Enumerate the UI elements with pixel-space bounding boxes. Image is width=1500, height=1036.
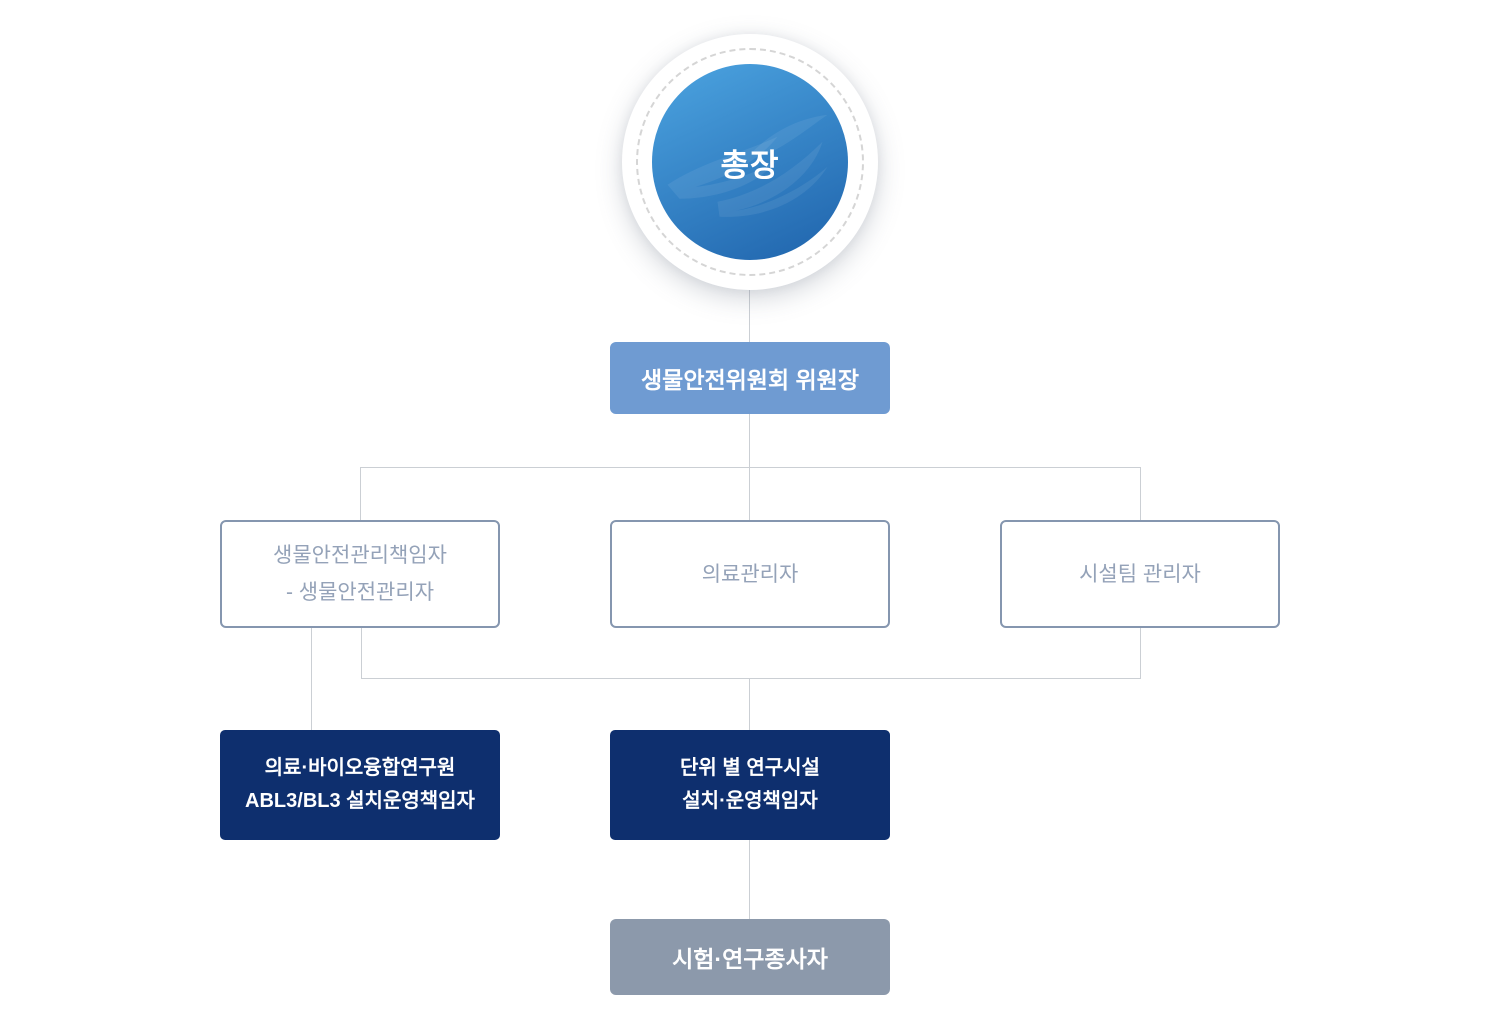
connector-president-to-chair: [749, 290, 750, 342]
connector-top-horizontal: [360, 467, 1141, 468]
connector-chair-down: [749, 414, 750, 467]
president-label: 총장: [720, 147, 780, 183]
unit-research-facility-label-line2: 설치·운영책임자: [682, 790, 818, 812]
connector-biosafety-to-institute: [311, 628, 312, 730]
researchers-label: 시험·연구종사자: [672, 946, 828, 972]
medical-manager-node: 의료관리자: [610, 520, 890, 628]
connector-to-facility-team-manager: [1140, 467, 1141, 520]
connector-unit-facility-to-researchers: [749, 840, 750, 922]
biosafety-manager-node: 생물안전관리책임자 - 생물안전관리자: [220, 520, 500, 628]
connector-biosafety-down: [361, 628, 362, 678]
university-emblem-watermark-icon: [667, 114, 828, 217]
connector-to-biosafety-manager: [360, 467, 361, 520]
connector-bottom-horizontal: [361, 678, 1141, 679]
bio-institute-abl3-node: 의료·바이오융합연구원 ABL3/BL3 설치운영책임자: [220, 730, 500, 840]
connector-facility-team-down: [1140, 628, 1141, 678]
bio-institute-abl3-label-line2: ABL3/BL3 설치운영책임자: [245, 790, 475, 812]
biosafety-manager-label-line1: 생물안전관리책임자: [273, 544, 447, 567]
biosafety-manager-label-line2: - 생물안전관리자: [285, 581, 435, 604]
unit-research-facility-node: 단위 별 연구시설 설치·운영책임자: [610, 730, 890, 840]
committee-chair-label: 생물안전위원회 위원장: [641, 367, 859, 393]
facility-team-manager-label: 시설팀 관리자: [1079, 562, 1201, 586]
unit-research-facility-label-line1: 단위 별 연구시설: [680, 757, 820, 779]
president-circle: 총장: [652, 64, 848, 260]
committee-chair-node: 생물안전위원회 위원장: [610, 342, 890, 414]
medical-manager-label: 의료관리자: [701, 562, 799, 586]
connector-to-unit-facility: [749, 678, 750, 730]
researchers-node: 시험·연구종사자: [610, 919, 890, 995]
president-node: 총장: [622, 34, 878, 290]
president-dashed-ring: [636, 48, 864, 276]
connector-to-medical-manager: [749, 467, 750, 520]
facility-team-manager-node: 시설팀 관리자: [1000, 520, 1280, 628]
bio-institute-abl3-label-line1: 의료·바이오융합연구원: [264, 757, 456, 779]
